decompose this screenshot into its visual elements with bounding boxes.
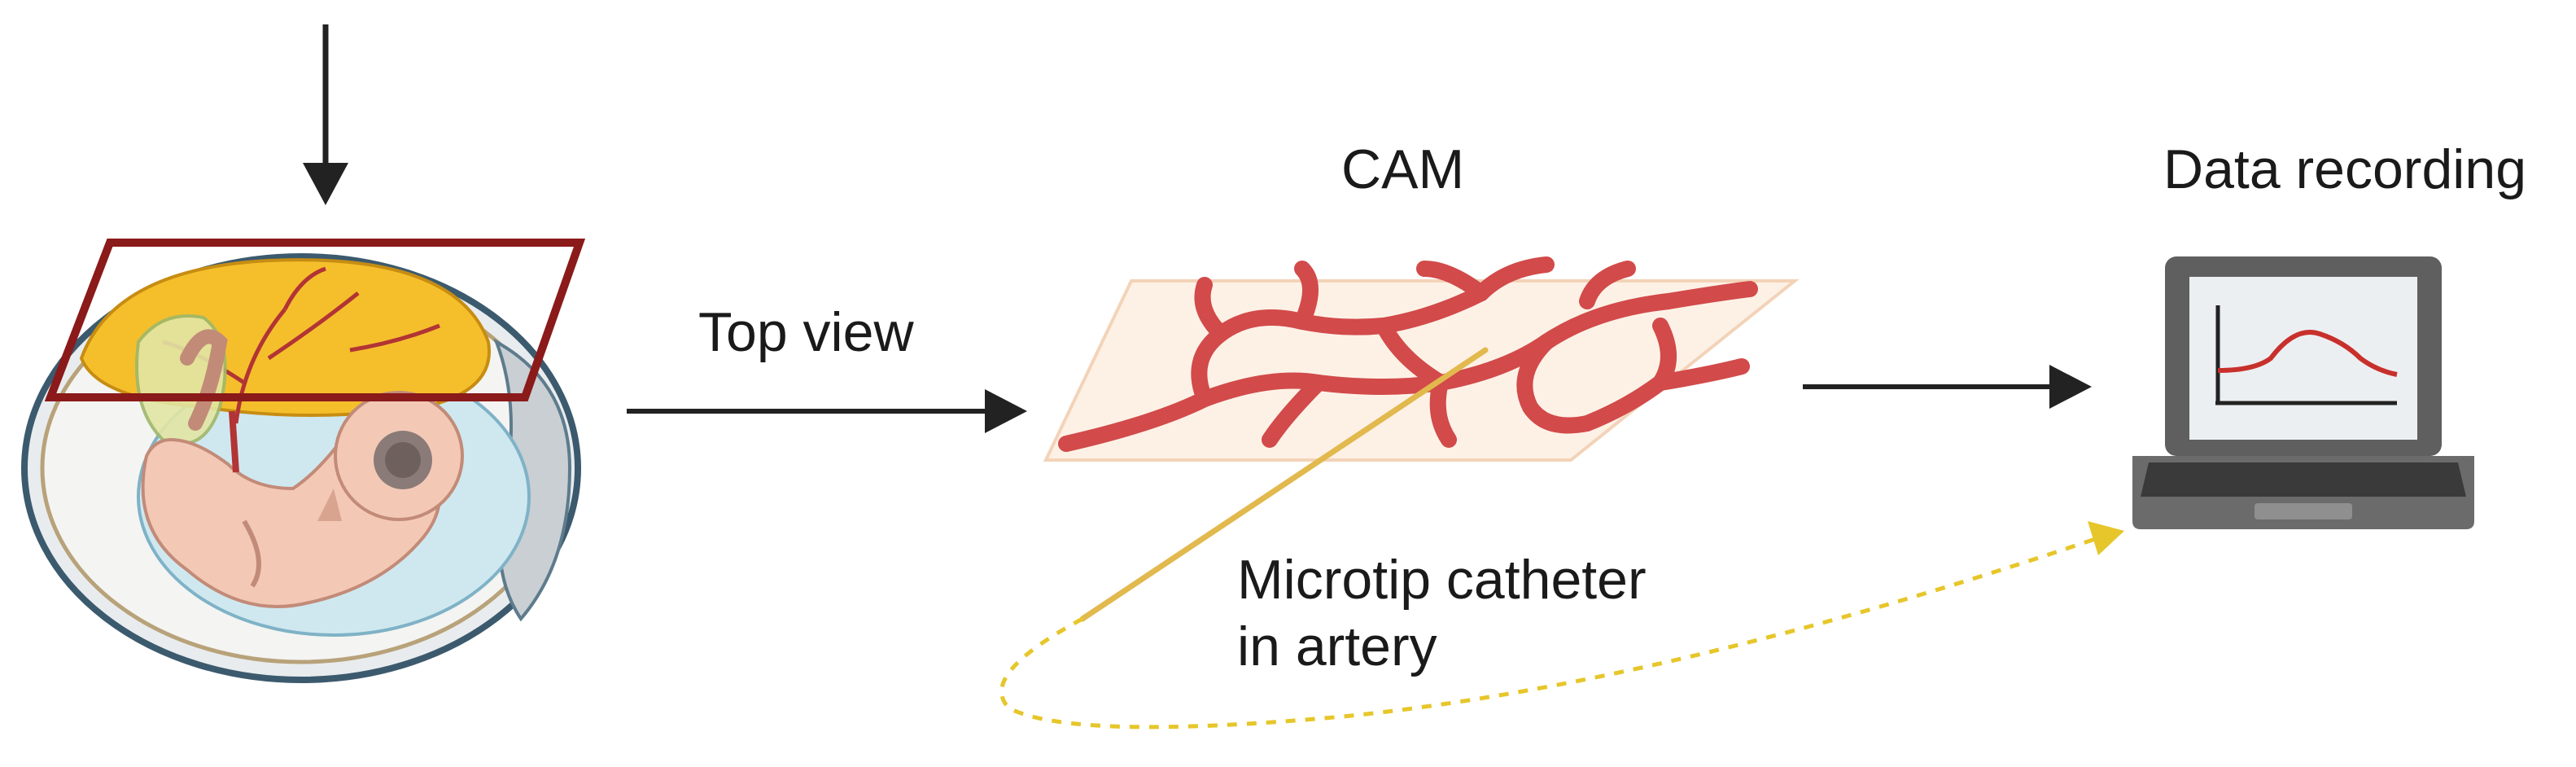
label-cam: CAM [1341, 138, 1465, 200]
microtip-catheter [1079, 347, 1489, 622]
recording-arrow [1803, 365, 2092, 409]
label-data-recording: Data recording [2163, 138, 2527, 200]
signal-path-dotted [999, 535, 2101, 730]
top-view-arrow [627, 389, 1027, 433]
label-catheter: Microtip catheter in artery [1237, 547, 1647, 680]
view-plane-frame [44, 239, 586, 401]
embryo [141, 329, 464, 608]
label-top-view: Top view [698, 301, 914, 363]
laptop-icon [2132, 256, 2474, 529]
label-catheter-line1: Microtip catheter [1237, 549, 1647, 611]
label-catheter-line2: in artery [1237, 615, 1437, 677]
egg-illustration [21, 253, 581, 683]
down-arrow [303, 24, 348, 205]
signal-path-arrowhead [2088, 521, 2124, 555]
